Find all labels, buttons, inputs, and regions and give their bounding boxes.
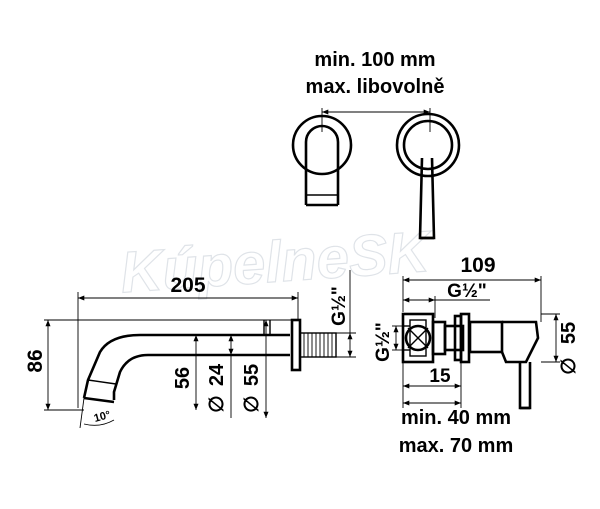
spout-dia-small-symbol: ∅ xyxy=(206,395,228,412)
spout-angle-arc xyxy=(83,419,115,426)
spout-angle-leader xyxy=(79,397,85,429)
spout-dia-large-label: 55 xyxy=(241,364,263,386)
spout-body xyxy=(82,320,290,404)
spout-angle-label: 10° xyxy=(93,409,112,425)
watermark-text: KúpelneSK xyxy=(118,219,435,306)
body-total-depth-label: 109 xyxy=(460,254,495,277)
top-width-max-label: max. libovolně xyxy=(306,76,445,98)
body-thread-top-label: G½" xyxy=(447,281,487,302)
spout-flange xyxy=(290,318,302,372)
spout-thread xyxy=(299,332,337,358)
body-depth-max-label: max. 70 mm xyxy=(399,435,514,457)
side-view: 205 86 xyxy=(24,270,356,429)
spout-length-label: 205 xyxy=(170,274,205,297)
valve-body xyxy=(401,312,471,364)
lever-rosette-front xyxy=(395,112,461,240)
spout-rosette-front xyxy=(291,114,353,207)
spout-depth-label: 56 xyxy=(172,367,194,389)
body-offset-label: 15 xyxy=(429,366,451,387)
body-dia-symbol: ∅ xyxy=(558,357,580,374)
body-view: 109 G½" G½" xyxy=(373,254,580,457)
top-view: min. 100 mm max. libovolně xyxy=(291,49,461,240)
spout-thread-label: G½" xyxy=(329,286,350,326)
spout-height-label: 86 xyxy=(24,349,47,372)
spout-dia-small-label: 24 xyxy=(206,363,228,386)
top-width-min-label: min. 100 mm xyxy=(314,49,435,71)
mixer-handle xyxy=(468,320,540,410)
body-dia-label: 55 xyxy=(558,322,580,344)
body-thread-side-label: G½" xyxy=(373,322,394,362)
body-depth-min-label: min. 40 mm xyxy=(401,407,511,429)
spout-dia-large-symbol: ∅ xyxy=(241,395,263,412)
